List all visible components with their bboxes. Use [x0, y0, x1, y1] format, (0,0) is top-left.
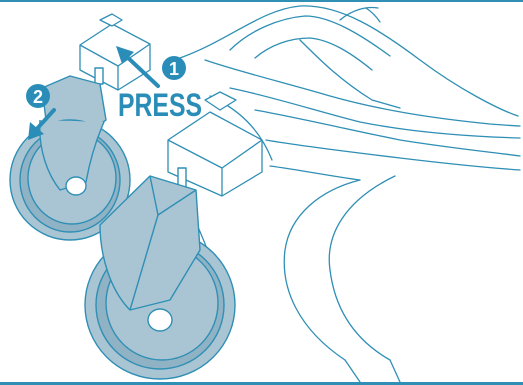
- press-label: PRESS: [118, 87, 202, 123]
- step-1-badge: 1: [162, 56, 186, 80]
- step-1-number: 1: [169, 59, 179, 79]
- step-2-number: 2: [33, 87, 43, 107]
- step-2-badge: 2: [26, 84, 50, 108]
- upper-caster-mount: [80, 14, 150, 90]
